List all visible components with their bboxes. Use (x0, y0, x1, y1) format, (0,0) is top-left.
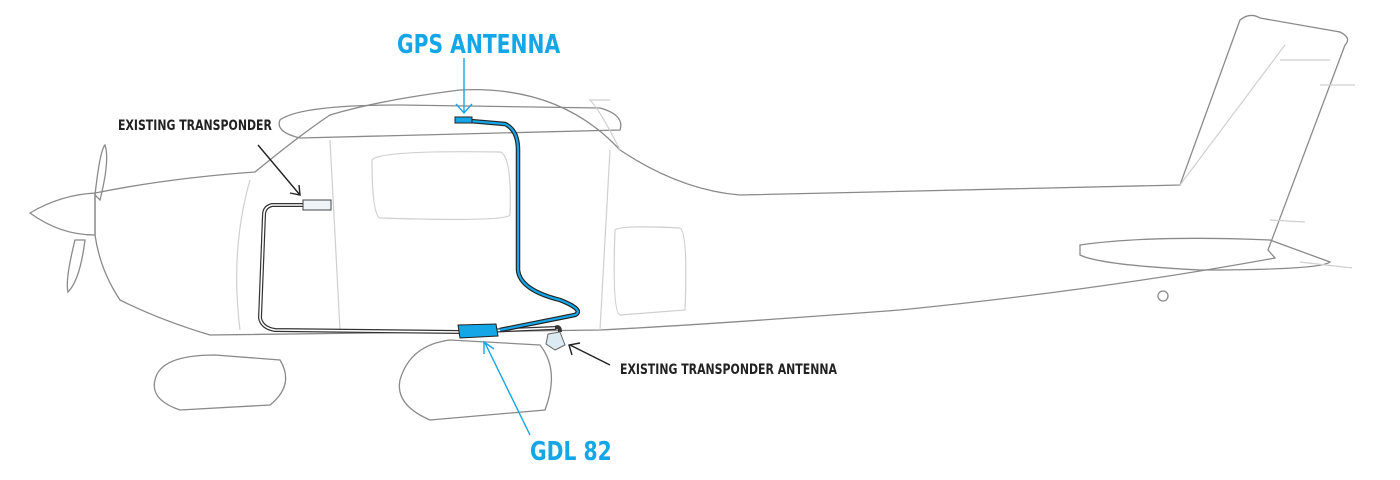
transponder-antenna (545, 331, 566, 351)
gps-antenna (454, 116, 473, 124)
aircraft-details (236, 44, 1355, 331)
gdl82-unit (457, 323, 499, 339)
aircraft-outline (28, 14, 1349, 421)
tail-tiedown (1157, 290, 1169, 302)
transponder-callout-arrow (257, 144, 301, 196)
transponder-antenna-label: EXISTING TRANSPONDER ANTENNA (620, 362, 837, 378)
antenna-callout-arrow (568, 342, 611, 366)
existing-transponder (302, 199, 332, 211)
rear-window (613, 226, 687, 316)
existing-transponder-label: EXISTING TRANSPONDER (118, 118, 272, 134)
propeller-blade-top (94, 143, 108, 202)
nose-wheel-fairing (153, 354, 287, 411)
fuselage (94, 14, 1349, 336)
gps-cable-core (469, 119, 579, 332)
gps-antenna-label: GPS ANTENNA (397, 30, 561, 60)
main-wheel-fairing (398, 339, 553, 421)
side-window (371, 151, 511, 221)
wing (278, 104, 622, 139)
transponder-cable-core (259, 204, 556, 333)
gdl82-callout-arrow (483, 340, 531, 436)
callouts (257, 58, 611, 436)
stabilizer (1079, 237, 1332, 271)
transponder-cable (257, 203, 562, 335)
gdl82-label: GDL 82 (530, 437, 612, 467)
propeller-blade-bottom (66, 239, 86, 294)
spinner (28, 192, 96, 236)
gps-callout-arrow (455, 58, 473, 115)
